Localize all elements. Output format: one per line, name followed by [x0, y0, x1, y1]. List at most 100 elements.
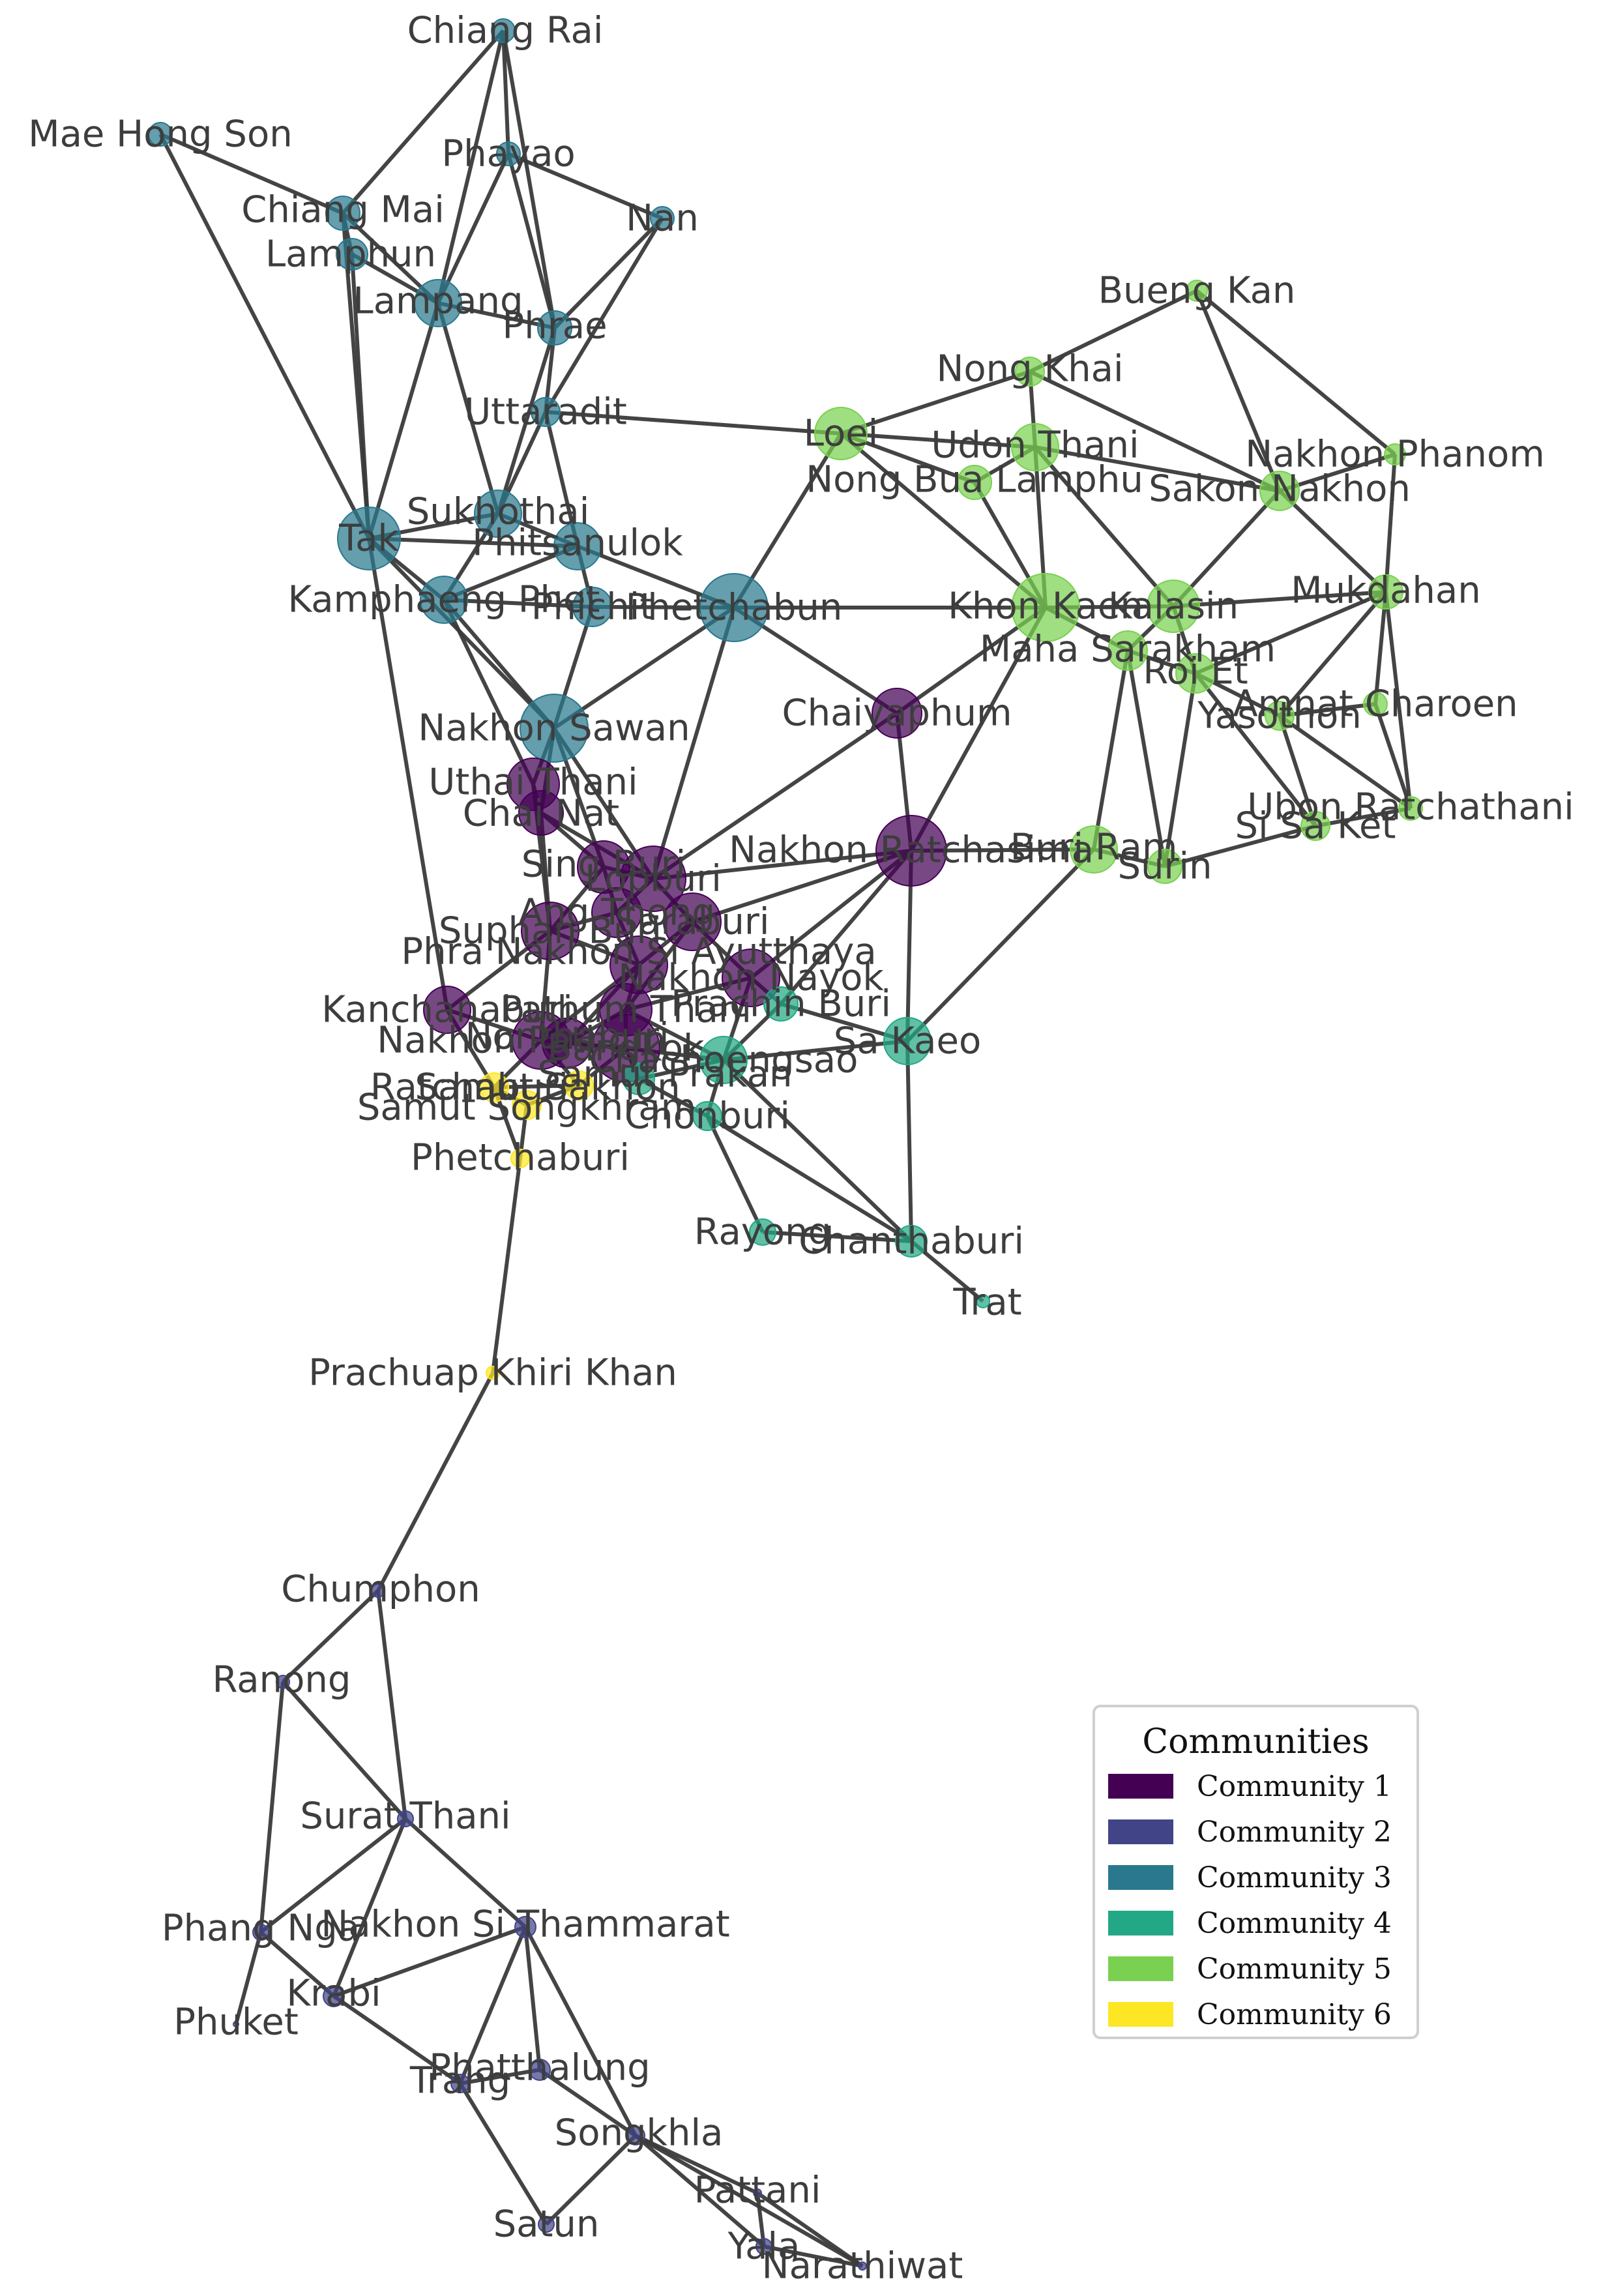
- node-trang: [450, 2074, 470, 2093]
- edge-surat-thani-nakhon-si-thammarat: [403, 1817, 527, 1929]
- node-chonburi: [692, 1101, 722, 1131]
- edge-chaiyaphum-lopburi: [652, 711, 898, 881]
- node-narathiwat: [858, 2261, 867, 2271]
- node-phichit: [572, 587, 613, 627]
- node-ratchaburi: [479, 1072, 509, 1102]
- label-nakhon-pathom: Nakhon Pathom: [377, 1020, 666, 1062]
- node-songkhla: [626, 2126, 645, 2145]
- edge-phatthalung-songkhla: [538, 2068, 637, 2138]
- node-samut-prakan: [623, 1063, 655, 1095]
- node-loei: [814, 407, 868, 460]
- edge-khon-kaen-nakhon-ratchasima: [909, 606, 1048, 852]
- node-lampang: [414, 279, 462, 327]
- edge-bueng-kan-nakhon-phanom: [1196, 289, 1396, 456]
- node-udon-thani: [1011, 423, 1059, 471]
- edge-uttaradit-loei: [545, 410, 842, 435]
- node-trat: [976, 1294, 990, 1308]
- node-suphan-buri: [521, 902, 579, 960]
- edge-tak-kanchanaburi: [367, 538, 449, 1010]
- node-lamphun: [336, 238, 368, 271]
- legend-label: Community 2: [1197, 1815, 1392, 1849]
- edge-sakon-nakhon-mukdahan: [1278, 489, 1388, 594]
- edge-sa-kaeo-chachoengsao: [723, 1039, 908, 1062]
- node-ubon-ratchathani: [1398, 796, 1423, 821]
- edge-chonburi-chanthaburi: [706, 1114, 913, 1243]
- legend-item: Community 3: [1095, 1855, 1416, 1900]
- legend-item: Community 5: [1095, 1946, 1416, 1992]
- label-songkhla: Songkhla: [555, 2112, 724, 2155]
- label-satun: Satun: [493, 2203, 600, 2246]
- node-maha-sarakham: [1108, 630, 1148, 671]
- label-sa-kaeo: Sa Kaeo: [834, 1020, 981, 1063]
- label-nakhon-sawan: Nakhon Sawan: [418, 707, 690, 750]
- node-chaiyaphum: [872, 688, 922, 739]
- node-prachuap-khiri-khan: [486, 1366, 500, 1380]
- legend-item: Community 1: [1095, 1763, 1416, 1809]
- label-nakhon-nayok: Nakhon Nayok: [618, 957, 884, 999]
- edge-phetchaburi-prachuap-khiri-khan: [491, 1158, 522, 1374]
- node-samut-sakhon: [564, 1070, 594, 1100]
- edge-nakhon-si-thammarat-phatthalung: [523, 1926, 542, 2070]
- node-kamphaeng-phet: [420, 576, 468, 624]
- edge-mukdahan-amnat-charoen: [1373, 591, 1388, 705]
- edge-nakhon-ratchasima-saraburi: [692, 849, 912, 924]
- label-surat-thani: Surat Thani: [300, 1795, 510, 1838]
- edge-maha-sarakham-surin: [1126, 650, 1167, 867]
- node-phang-nga: [252, 1924, 269, 1941]
- label-nan: Nan: [626, 198, 699, 240]
- label-samut-sakhon: Samut Sakhon: [415, 1067, 680, 1109]
- label-prachuap-khiri-khan: Prachuap Khiri Khan: [308, 1352, 677, 1394]
- label-sing-buri: Sing Buri: [521, 844, 686, 886]
- label-surin: Surin: [1117, 846, 1212, 888]
- node-chiang-mai: [325, 196, 360, 231]
- legend-item: Community 6: [1095, 1992, 1416, 2037]
- edge-phayao-phrae: [506, 153, 557, 329]
- edge-tak-phitsanulok: [368, 537, 578, 548]
- label-udon-thani: Udon Thani: [931, 424, 1139, 467]
- node-phetchabun: [699, 573, 769, 642]
- legend-label: Community 6: [1197, 1997, 1392, 2031]
- label-lopburi: Lopburi: [585, 858, 722, 900]
- label-kanchanaburi: Kanchanaburi: [321, 989, 573, 1031]
- legend-swatch-community-3: [1108, 1865, 1173, 1890]
- edge-udon-thani-kalasin: [1033, 446, 1175, 608]
- label-chaiyaphum: Chaiyaphum: [782, 692, 1012, 735]
- node-samut-songkhram: [512, 1090, 542, 1120]
- edge-prachuap-khiri-khan-chumphon: [376, 1372, 495, 1592]
- node-sukhothai: [474, 490, 522, 538]
- node-sakon-nakhon: [1259, 471, 1300, 511]
- edge-roi-et-surin: [1163, 673, 1197, 867]
- edge-nong-khai-loei: [840, 370, 1031, 435]
- node-surin: [1147, 849, 1182, 884]
- label-phitsanulok: Phitsanulok: [472, 522, 683, 565]
- node-buri-ram: [1070, 825, 1118, 874]
- edge-chiang-rai-phayao: [501, 30, 510, 155]
- edge-kamphaeng-phet-phichit: [443, 598, 593, 609]
- node-uttaradit: [531, 397, 561, 427]
- label-phetchaburi: Phetchaburi: [411, 1137, 630, 1179]
- label-nong-khai: Nong Khai: [936, 348, 1123, 390]
- edge-lopburi-nakhon-ratchasima: [653, 849, 912, 881]
- label-mae-hong-son: Mae Hong Son: [28, 113, 292, 156]
- edge-si-sa-ket-surin: [1164, 824, 1316, 868]
- label-amnat-charoen: Amnat Charoen: [1233, 683, 1518, 726]
- node-saraburi: [663, 892, 722, 951]
- node-nakhon-phanom: [1384, 443, 1406, 465]
- edge-songkhla-satun: [544, 2134, 638, 2226]
- label-loei: Loei: [804, 413, 879, 455]
- legend-item: Community 4: [1095, 1900, 1416, 1946]
- label-bangkok: Bangkok: [548, 1027, 705, 1070]
- node-prachin-buri: [763, 986, 799, 1022]
- edge-chonburi-rayong: [705, 1115, 765, 1233]
- edge-loei-udon-thani: [840, 432, 1036, 449]
- edge-chumphon-ranong: [281, 1589, 380, 1684]
- node-nan: [650, 206, 675, 231]
- label-phuket: Phuket: [173, 2001, 299, 2044]
- edge-sa-kaeo-chanthaburi: [905, 1040, 913, 1242]
- label-trat: Trat: [952, 1282, 1021, 1324]
- node-kalasin: [1147, 580, 1200, 633]
- legend-item: Community 2: [1095, 1809, 1416, 1855]
- node-nong-khai: [1015, 357, 1045, 387]
- edge-surat-thani-krabi: [332, 1818, 407, 1997]
